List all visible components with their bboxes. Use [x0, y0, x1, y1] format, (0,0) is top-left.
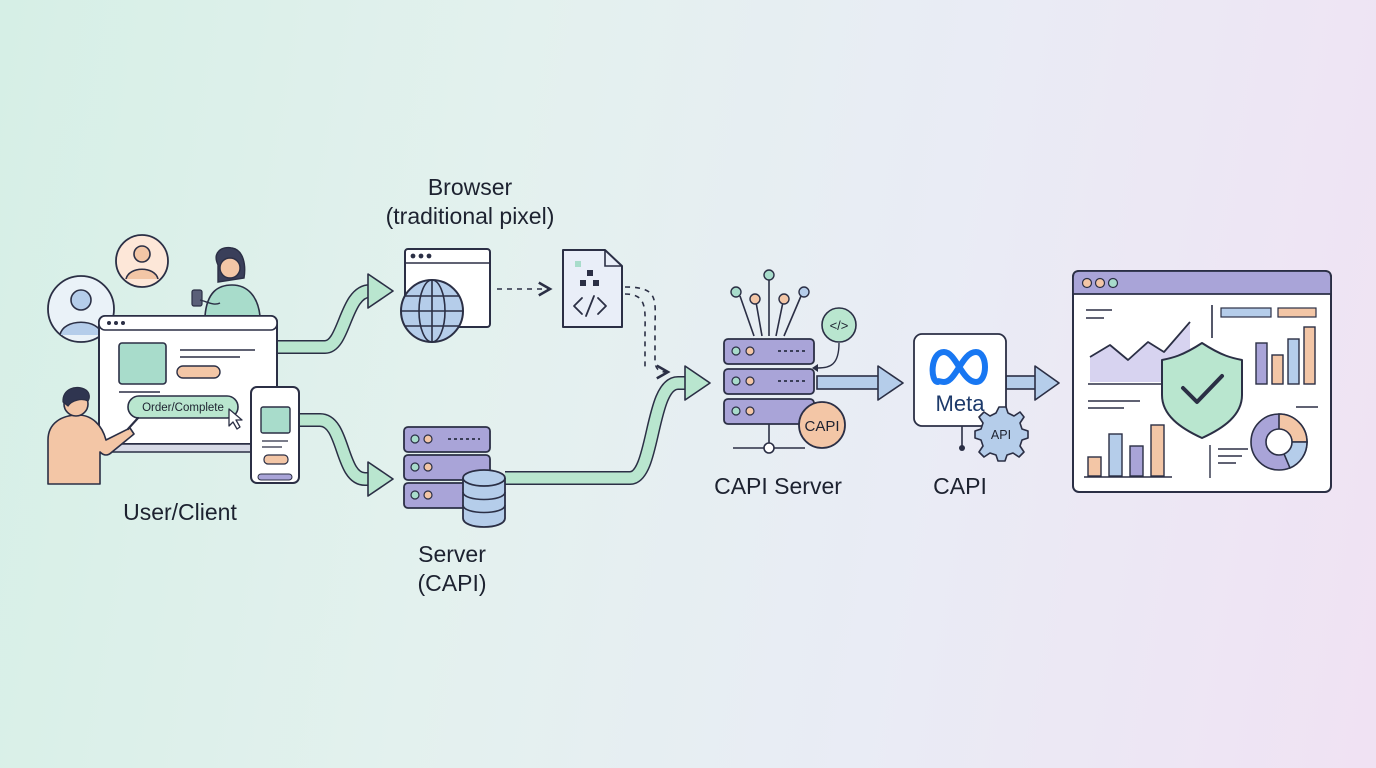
code-file-icon: [562, 249, 623, 328]
browser-label-line2: (traditional pixel): [385, 203, 555, 229]
order-complete-button[interactable]: Order/Complete: [127, 395, 239, 419]
server-label-line1: Server: [418, 541, 486, 567]
meta-logo-icon: Meta: [929, 349, 988, 416]
meta-wordmark: Meta: [936, 391, 986, 416]
user-avatar-icon-2: [115, 234, 169, 288]
server-label-line2: (CAPI): [417, 570, 487, 596]
user-avatar-icon: [47, 275, 115, 343]
globe-icon: [400, 279, 464, 343]
server-capi-label: Server (CAPI): [372, 540, 532, 598]
capi-badge: CAPI: [798, 401, 846, 449]
woman-with-phone-icon: [191, 246, 261, 317]
code-badge-label: </>: [830, 318, 849, 333]
database-icon: [462, 469, 506, 528]
capi-server-label: CAPI Server: [714, 473, 842, 499]
cursor-icon: [228, 408, 243, 430]
network-nodes-icon: [730, 269, 810, 337]
order-complete-label: Order/Complete: [142, 402, 224, 414]
arrow-user-to-browser: [278, 273, 394, 354]
browser-label-line1: Browser: [427, 174, 513, 200]
man-pointing-icon: [47, 386, 140, 485]
arrow-server-to-capi-server: [505, 365, 711, 485]
browser-label: Browser (traditional pixel): [340, 173, 600, 231]
shield-check-icon: [1161, 342, 1243, 439]
user-client-label: User/Client: [123, 499, 237, 525]
dashed-arrow-code-to-capi-server: [624, 286, 671, 380]
bar-chart-icon-top: [1255, 326, 1316, 385]
code-badge-icon: </>: [812, 307, 857, 372]
arrow-user-to-server: [300, 413, 394, 497]
donut-chart-icon: [1209, 406, 1318, 478]
smartphone-icon: [250, 386, 300, 484]
api-gear-label: API: [991, 428, 1011, 442]
gear-icon: API: [959, 406, 1029, 462]
arrow-meta-to-dashboard: [1005, 365, 1060, 401]
capi-server-rack-icon: [723, 338, 815, 454]
arrow-capi-server-to-meta: [816, 365, 904, 401]
capi-badge-label: CAPI: [804, 418, 839, 435]
capi-label: CAPI: [933, 473, 987, 499]
bar-chart-icon-bottom: [1084, 424, 1172, 478]
